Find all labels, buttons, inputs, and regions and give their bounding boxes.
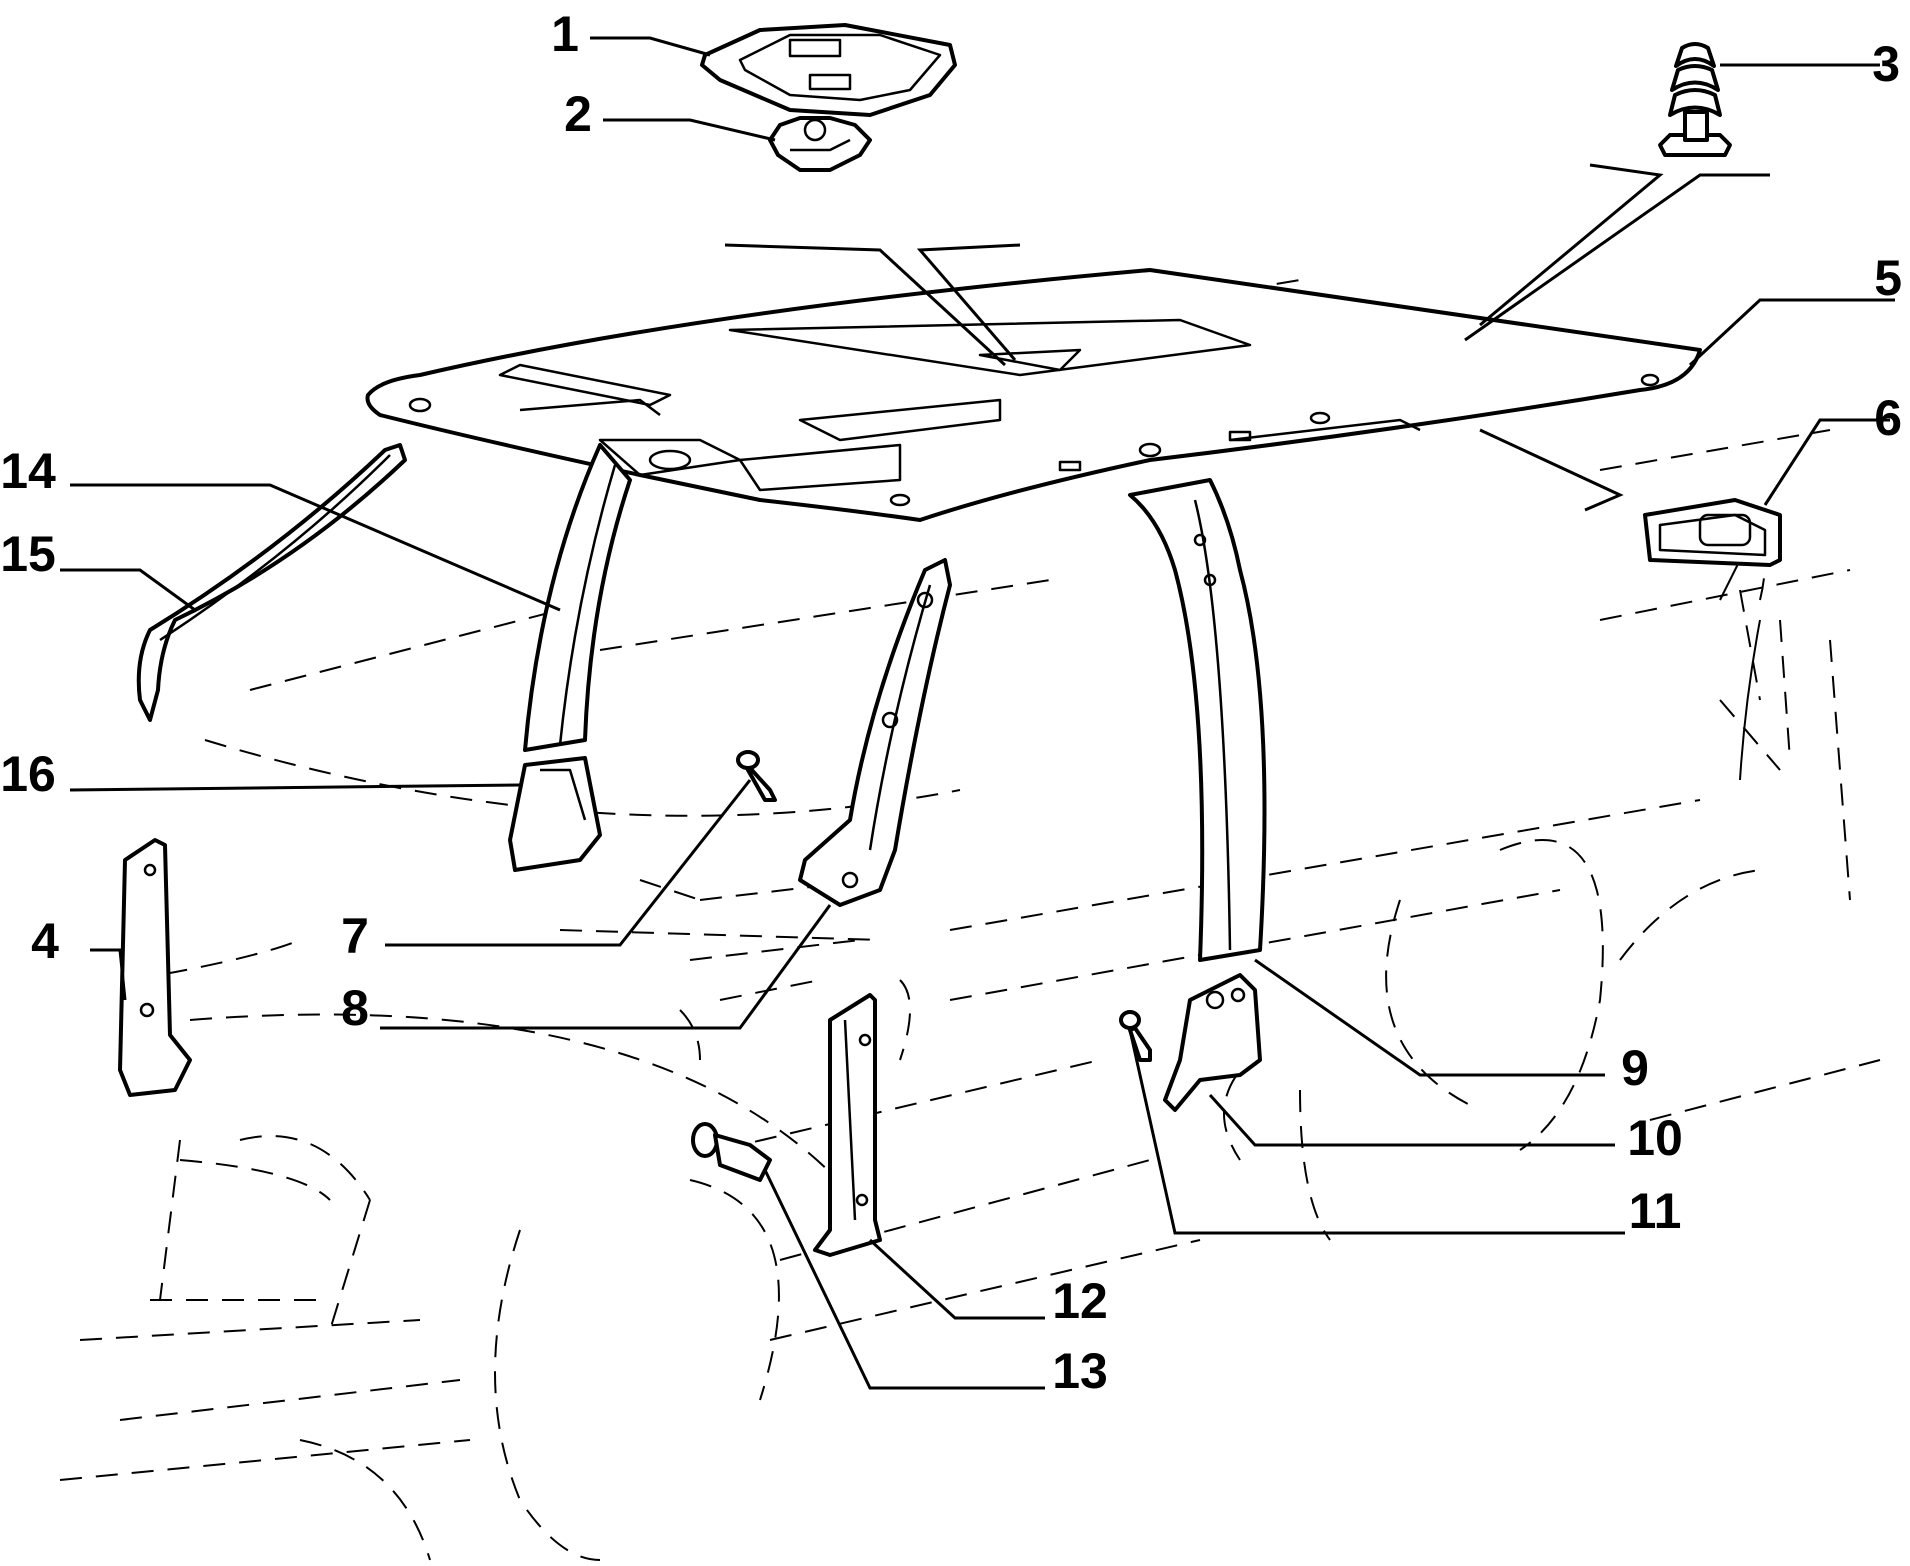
callout-6: 6 (1874, 390, 1902, 446)
screw-11 (1119, 1010, 1152, 1062)
callout-3: 3 (1872, 36, 1900, 92)
leader-lines (60, 36, 1895, 1390)
c-pillar-trim (1128, 478, 1267, 962)
callout-8: 8 (341, 980, 369, 1036)
b-pillar-trim (798, 558, 952, 907)
courtesy-light (700, 23, 957, 117)
clip-13 (691, 1122, 772, 1182)
callout-5: 5 (1874, 250, 1902, 306)
callout-labels: 1 2 3 4 5 6 7 8 9 10 11 12 13 14 15 16 (0, 6, 1902, 1399)
callout-9: 9 (1621, 1040, 1649, 1096)
push-clip (1658, 42, 1732, 157)
b-pillar-lower-trim (813, 993, 882, 1257)
callout-10: 10 (1627, 1110, 1683, 1166)
c-pillar-lower-cover (1163, 973, 1262, 1112)
callout-12: 12 (1052, 1273, 1108, 1329)
a-pillar-trim (523, 443, 632, 752)
a-pillar-lower-cover (508, 756, 602, 872)
callout-15: 15 (0, 526, 56, 582)
roof-lining (365, 268, 1702, 522)
callout-7: 7 (341, 908, 369, 964)
callout-13: 13 (1052, 1343, 1108, 1399)
callout-11: 11 (1629, 1183, 1682, 1239)
callout-2: 2 (564, 86, 592, 142)
a-pillar-upper-piece (118, 838, 192, 1097)
callout-1: 1 (551, 6, 579, 62)
screw-7 (736, 750, 777, 802)
callout-14: 14 (0, 443, 56, 499)
callout-16: 16 (0, 746, 56, 802)
grab-handle (1643, 498, 1782, 567)
light-bracket (768, 116, 872, 172)
callout-4: 4 (31, 913, 59, 969)
